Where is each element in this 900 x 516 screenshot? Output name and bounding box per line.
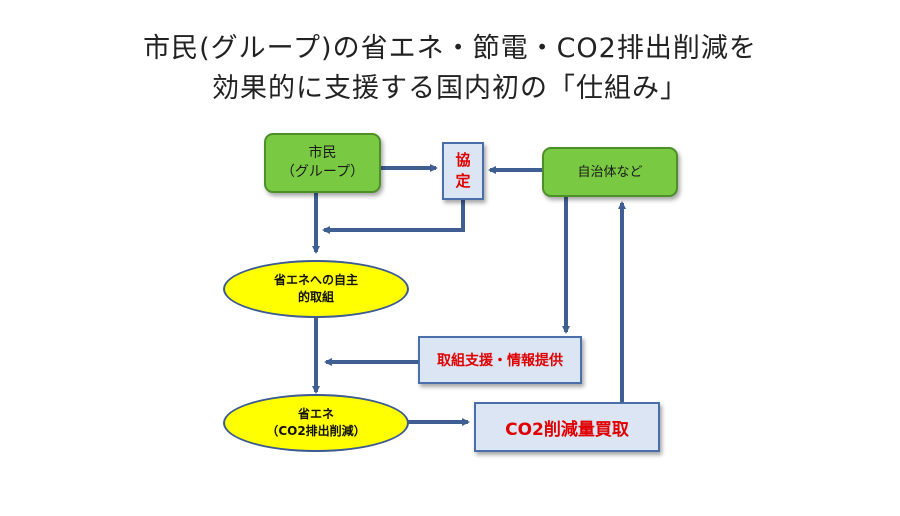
page-title-line-2: 効果的に支援する国内初の「仕組み」 xyxy=(212,73,688,104)
energy-saving-line-1: 省エネ xyxy=(297,407,334,421)
arrow-agreement-to-effort xyxy=(322,198,465,234)
page-title-line-1: 市民(グループ)の省エネ・節電・CO2排出削減を xyxy=(143,33,757,64)
voluntary-effort-line-2: 的取組 xyxy=(297,290,334,304)
energy-saving-line-2: （CO2排出削減） xyxy=(266,424,366,438)
agreement-box: 協 定 xyxy=(442,142,484,200)
agreement-char-2: 定 xyxy=(455,172,471,190)
group-label: （グループ） xyxy=(280,164,365,180)
co2-purchase-box: CO2削減量買取 xyxy=(474,402,660,452)
agreement-char-1: 協 xyxy=(455,151,471,169)
co2-purchase-label: CO2削減量買取 xyxy=(505,419,629,440)
voluntary-effort-ellipse: 省エネへの自主 的取組 xyxy=(223,260,409,318)
municipality-label: 自治体など xyxy=(577,164,643,180)
municipality-box: 自治体など xyxy=(542,147,678,197)
energy-saving-ellipse: 省エネ （CO2排出削減） xyxy=(223,394,409,452)
citizens-label: 市民 xyxy=(308,145,337,161)
citizens-group-box: 市民 （グループ） xyxy=(264,133,381,193)
voluntary-effort-line-1: 省エネへの自主 xyxy=(273,273,358,287)
support-info-box: 取組支援・情報提供 xyxy=(418,336,582,384)
support-info-label: 取組支援・情報提供 xyxy=(437,353,563,369)
